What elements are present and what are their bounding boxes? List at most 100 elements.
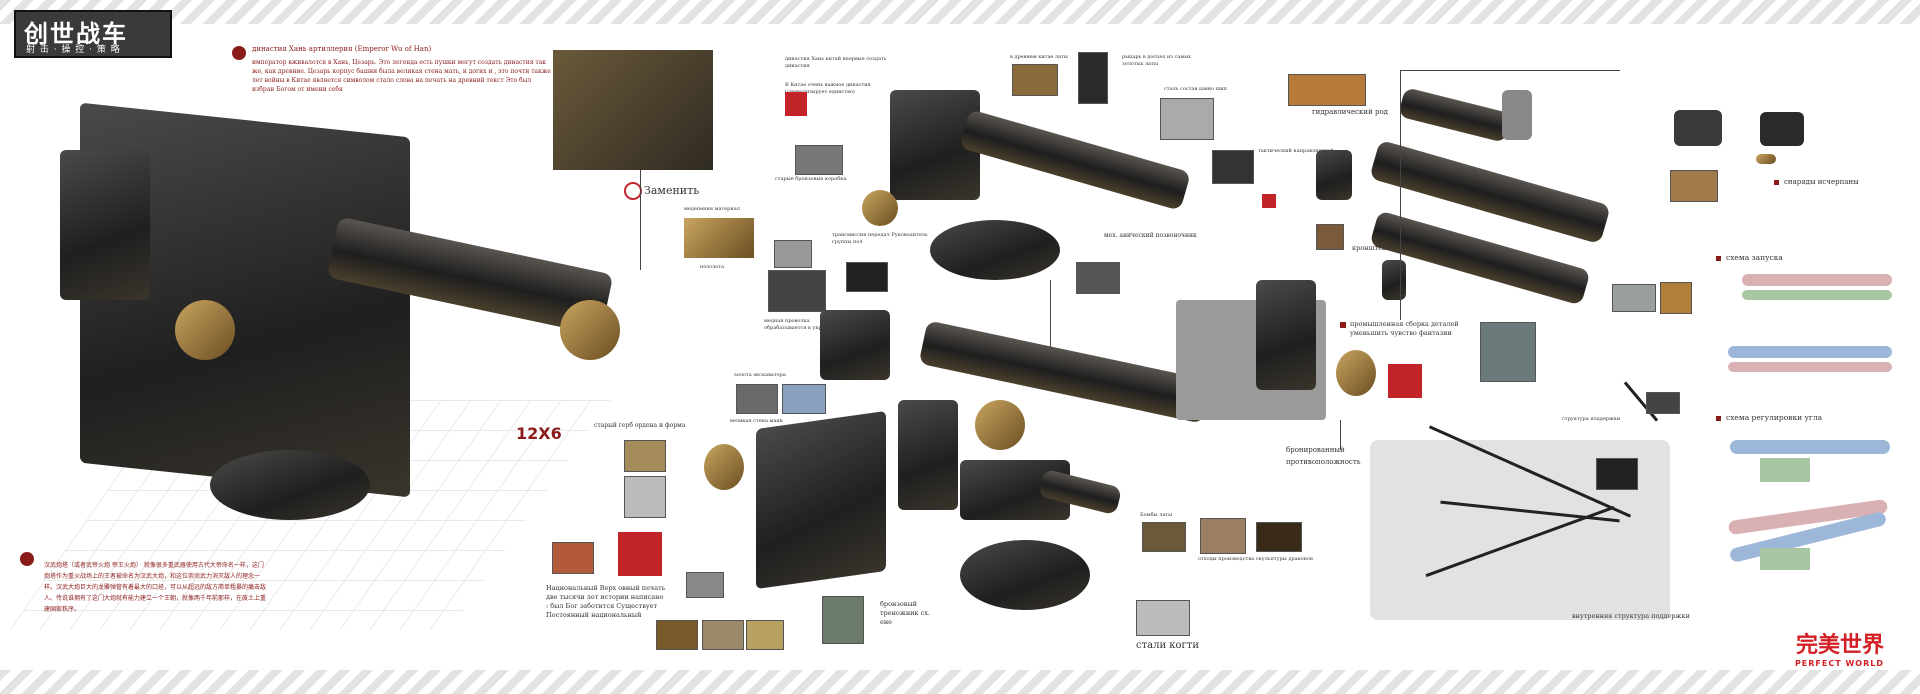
launch-diagram-4 [1728, 362, 1892, 372]
label-dynasty: династия Хань китай впервые создать дина… [785, 56, 887, 69]
thumb-bombs [1142, 522, 1186, 552]
size-label: 12X6 [516, 424, 562, 443]
angle-diagram-base-2 [1760, 548, 1810, 570]
thumb-bolts [686, 572, 724, 598]
angle-diagram-1 [1730, 440, 1890, 454]
thumb-tools [774, 240, 812, 268]
launch-diagram-3 [1728, 346, 1892, 358]
bracket-part-1 [1502, 90, 1532, 140]
thumb-claws [1136, 600, 1190, 636]
thumb-bronze [684, 218, 754, 258]
label-ammo-out: снаряды исчерпаны [1784, 178, 1859, 186]
bracket-part-2 [1382, 260, 1406, 300]
connector-line-1 [640, 170, 641, 270]
bullet-red-4 [1716, 416, 1721, 421]
thumb-dragon-1 [1200, 518, 1246, 554]
connector-line-3 [1400, 70, 1401, 320]
thumb-armor [1012, 64, 1058, 96]
bullet-red-1 [1340, 322, 1346, 328]
shield-part-icon [1336, 350, 1376, 396]
launch-diagram-1 [1742, 274, 1892, 286]
thumb-chain [1160, 98, 1214, 140]
thumb-ruins [1612, 284, 1656, 312]
barrel-gear-assembly [918, 320, 1212, 424]
thumb-armor-scale-2 [702, 620, 744, 650]
turret-top-base [930, 220, 1060, 280]
label-great-wall: великая стена маяк [730, 418, 783, 424]
label-mech-link: мех. анический позвоночник [1104, 232, 1197, 239]
small-seal-icon [1262, 194, 1276, 208]
logo-title: 创世战车 [24, 20, 128, 48]
thumb-knight [1078, 52, 1108, 104]
seal-stamp-icon [618, 532, 662, 576]
side-armor-part [898, 400, 958, 510]
label-steel-chain: сталь состав давно шип [1164, 86, 1227, 92]
label-bronze-tripod: бронзовый треножник сх. ене [880, 600, 930, 626]
main-cannon-base [210, 450, 370, 520]
replace-label: Заменить [644, 184, 700, 197]
logo-subtitle: 射 击 · 操 控 · 策 略 [26, 45, 121, 55]
label-industrial: промышленная сборка деталей уменьшить чу… [1350, 320, 1459, 337]
emblem-icon [175, 300, 235, 360]
shield-icon [704, 444, 744, 490]
label-armored: бронированный противоположность [1286, 446, 1361, 466]
shell-icon [1756, 154, 1776, 164]
thumb-gold-dragon [1670, 170, 1718, 202]
thumb-tripod [822, 596, 864, 644]
thumb-blade [1646, 392, 1680, 414]
intro-body: император вживалотся в Хань, Цезарь. Это… [252, 59, 551, 93]
label-bracket: кронштейн [1352, 244, 1391, 252]
thumb-old-box [795, 145, 843, 175]
thumb-dragon-2 [1256, 522, 1302, 552]
label-sculpture: отходы производства скульптуры драконов [1198, 556, 1313, 562]
thumb-support-grille [1596, 458, 1638, 490]
bullet-red-2 [1774, 180, 1779, 185]
top-pattern-band [0, 0, 1920, 24]
thumb-grille [846, 262, 888, 292]
thumb-hydraulic [1288, 74, 1366, 106]
turret-top-barrel [958, 109, 1192, 211]
label-steel-claw: стали когти [1136, 640, 1199, 651]
thumb-medal [624, 440, 666, 472]
label-excavator: золота экскаватора [734, 372, 786, 378]
launch-diagram-2 [1742, 290, 1892, 300]
brand-logo: 完美世界 PERFECT WORLD [1795, 627, 1884, 668]
cog-icon [975, 400, 1025, 450]
thumb-pattern [768, 270, 826, 312]
label-national-tm: Национальный Верх овный печать две тысяч… [546, 584, 666, 619]
seal-icon [785, 92, 807, 116]
thumb-great-wall [782, 384, 826, 414]
preview-render [553, 50, 713, 170]
armor-plate-assembly [756, 410, 886, 590]
thumb-bracket [1316, 224, 1344, 250]
connector-line-5 [1340, 420, 1341, 450]
description-cn: 汉武炮塔（或者武帝火炮 帝王火炮） 就像很多重武器使用古代大帝命名一样，这门炮塔… [44, 562, 267, 613]
skull-icon [232, 46, 246, 60]
barrel-part-1 [1398, 87, 1512, 143]
label-decor: медная проволка обрабатывается в украшен… [764, 318, 843, 331]
bottom-pattern-band [0, 670, 1920, 694]
gear-icon [862, 190, 898, 226]
label-hydraulic: гидравлический род [1312, 108, 1388, 116]
intro-heading: династия Хань артиллерия (Emperor Wu of … [252, 45, 432, 53]
part-box [820, 310, 890, 380]
label-ancient-armor: в древнем китае латы [1010, 54, 1068, 60]
thumb-pillar [1660, 282, 1692, 314]
skull-icon-bottom [20, 552, 34, 566]
label-old-crest: старый герб ордена и форма [594, 422, 686, 429]
label-angle-scheme: схема регулировки угла [1726, 413, 1823, 422]
angle-diagram-base-1 [1760, 458, 1810, 482]
brand-cn: 完美世界 [1795, 633, 1884, 658]
replace-icon [624, 182, 642, 200]
label-inner-support: внутренняя структура поддержки [1572, 612, 1690, 620]
label-support: структура поддержки [1562, 416, 1621, 422]
thumb-armor-scale-3 [746, 620, 784, 650]
thumb-armor-scale-1 [656, 620, 698, 650]
label-launch-scheme: схема запуска [1726, 253, 1783, 262]
ammo-box-open [1760, 112, 1804, 146]
armor-wedge [1256, 280, 1316, 390]
label-dynasty-sub: В Китае очень важное династия (символизи… [785, 82, 871, 95]
label-tactical: тактический направляющей [1258, 148, 1334, 154]
clamp-part [1316, 150, 1352, 200]
thumb-tactical [1212, 150, 1254, 184]
